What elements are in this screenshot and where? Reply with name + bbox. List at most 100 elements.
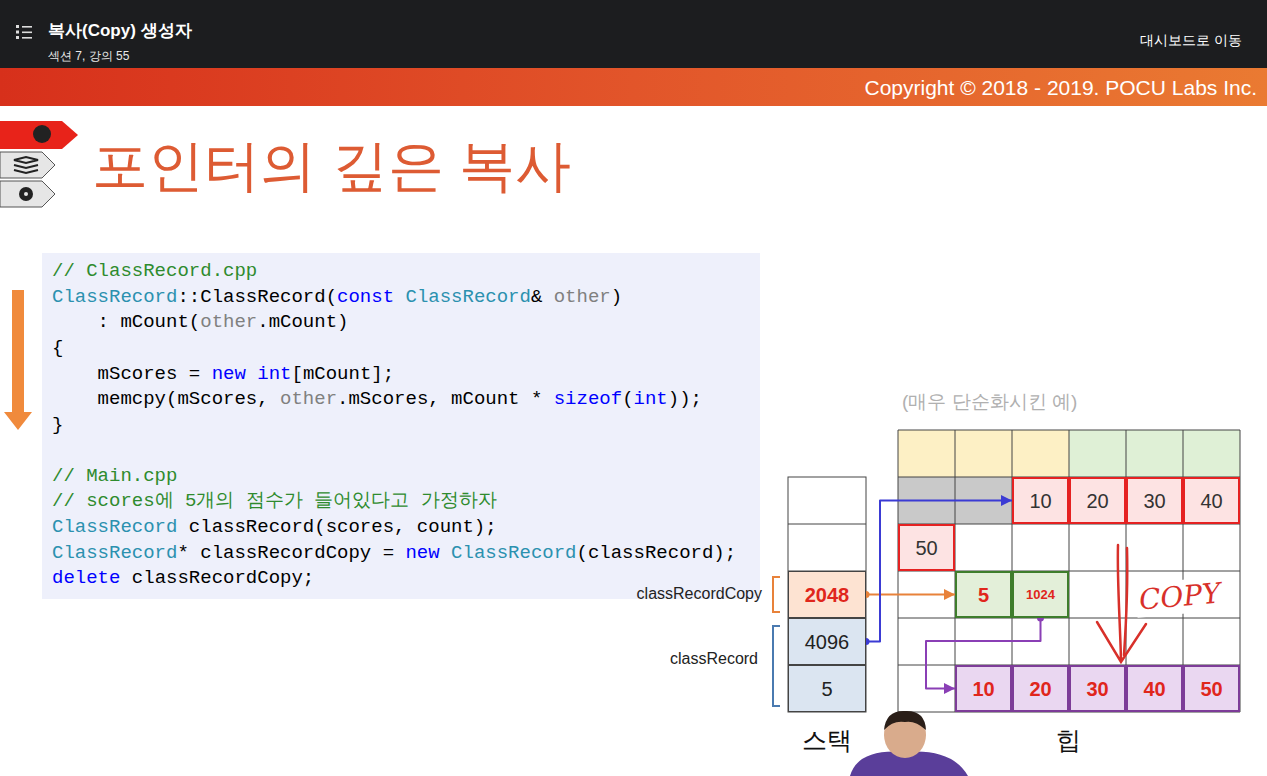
cell-value: 5: [978, 583, 989, 607]
cell-value: 20: [1029, 677, 1051, 701]
hazard-icon: [19, 187, 33, 201]
code-token: memcpy(mScores,: [52, 388, 280, 410]
code-token: delete: [52, 567, 120, 589]
copyright: Copyright © 2018 - 2019. POCU Labs Inc.: [864, 75, 1257, 100]
cell-value: 10: [972, 677, 994, 701]
cell-value: 1024: [1026, 587, 1055, 603]
lecture-number: 섹션 7, 강의 55: [48, 49, 129, 63]
heap-cell: 20: [1012, 665, 1069, 712]
cell-value: 4096: [805, 630, 850, 654]
code-token: (classRecord);: [577, 542, 737, 564]
code-token: ));: [668, 388, 702, 410]
heap-cell: 10: [955, 665, 1012, 712]
stack-cell: 5: [788, 665, 866, 712]
code-token: mScores =: [52, 363, 212, 385]
cell-value: 20: [1086, 489, 1108, 513]
code-token: int: [634, 388, 668, 410]
header-bar: 복사(Copy) 생성자섹션 7, 강의 55 대시보드로 이동: [0, 0, 1267, 68]
code-token: ): [611, 286, 622, 308]
heap-cell: 10: [1012, 477, 1069, 524]
stack-column: [788, 477, 866, 712]
code-block: // ClassRecord.cppClassRecord::ClassReco…: [42, 253, 760, 599]
code-token: const: [337, 286, 394, 308]
cell-value: 50: [915, 536, 937, 560]
heap-grid: [898, 430, 1240, 712]
nav-tab: [0, 152, 55, 178]
code-token: ClassRecord: [52, 542, 177, 564]
code-token: new: [405, 542, 439, 564]
code-line: : mCount(other.mCount): [52, 310, 348, 335]
stack-icon: [14, 157, 38, 173]
code-line: }: [52, 413, 63, 438]
code-line: // Main.cpp: [52, 464, 177, 489]
brain-icon: [33, 125, 51, 143]
code-line: ClassRecord* classRecordCopy = new Class…: [52, 541, 736, 566]
heap-cell: 30: [1069, 665, 1126, 712]
code-token: other: [200, 311, 257, 333]
copyright-band: Copyright © 2018 - 2019. POCU Labs Inc.: [0, 68, 1267, 106]
variable-name: classRecordCopy: [637, 584, 762, 603]
heap-cell: 20: [1069, 477, 1126, 524]
code-token: .mCount): [257, 311, 348, 333]
cell-value: 40: [1200, 489, 1222, 513]
code-token: ClassRecord: [405, 286, 530, 308]
code-token: ClassRecord: [52, 516, 177, 538]
cell-value: 10: [1029, 489, 1051, 513]
stack-cell: 2048: [788, 571, 866, 618]
cell-value: 30: [1143, 489, 1165, 513]
code-token: int: [257, 363, 291, 385]
code-token: .mScores, mCount *: [337, 388, 554, 410]
note: (매우 단순화시킨 예): [902, 391, 1077, 414]
code-token: [440, 542, 451, 564]
code-token: classRecordCopy;: [120, 567, 314, 589]
cell-value: 40: [1143, 677, 1165, 701]
heap-cell: 1024: [1012, 571, 1069, 618]
code-token: ::ClassRecord(: [177, 286, 337, 308]
slide-title: 포인터의 깊은 복사: [92, 132, 571, 199]
code-token: * classRecordCopy =: [177, 542, 405, 564]
handwritten-note: COPY: [1135, 576, 1225, 617]
memory-area: 스택: [802, 725, 852, 755]
code-token: (: [622, 388, 633, 410]
code-line: memcpy(mScores, other.mScores, mCount * …: [52, 387, 702, 412]
code-token: [246, 363, 257, 385]
code-token: : mCount(: [52, 311, 200, 333]
nav-tab: [0, 121, 78, 149]
variable-name: classRecord: [670, 649, 758, 668]
bracket: [773, 626, 780, 706]
code-token: sizeof: [554, 388, 622, 410]
heap-cell: 40: [1183, 477, 1240, 524]
code-line: // ClassRecord.cpp: [52, 259, 257, 284]
memory-area: 힙: [1056, 725, 1081, 755]
code-line: delete classRecordCopy;: [52, 566, 314, 591]
code-line: ClassRecord::ClassRecord(const ClassReco…: [52, 285, 622, 310]
heap-cell: 50: [898, 524, 955, 571]
nav-link: 대시보드로 이동: [1140, 32, 1242, 49]
bracket: [773, 577, 780, 612]
nav-tab: [0, 181, 55, 207]
code-line: {: [52, 336, 63, 361]
menu-icon: [14, 22, 34, 42]
heap-cell: 40: [1126, 665, 1183, 712]
code-line: // scores에 5개의 점수가 들어있다고 가정하자: [52, 489, 497, 514]
code-token: [mCount];: [291, 363, 394, 385]
code-line: ClassRecord classRecord(scores, count);: [52, 515, 497, 540]
code-token: [394, 286, 405, 308]
cell-value: 5: [821, 677, 832, 701]
code-token: classRecord(scores, count);: [177, 516, 496, 538]
code-token: other: [280, 388, 337, 410]
stack-cell: 4096: [788, 618, 866, 665]
cell-value: 30: [1086, 677, 1108, 701]
code-token: &: [531, 286, 554, 308]
lecture-title: 복사(Copy) 생성자: [48, 21, 192, 41]
cell-value: 50: [1200, 677, 1222, 701]
cell-value: 2048: [805, 583, 850, 607]
code-token: ClassRecord: [451, 542, 576, 564]
heap-cell: 30: [1126, 477, 1183, 524]
code-token: new: [212, 363, 246, 385]
code-line: mScores = new int[mCount];: [52, 362, 394, 387]
pointer-arrow: [866, 501, 1012, 642]
code-token: ClassRecord: [52, 286, 177, 308]
